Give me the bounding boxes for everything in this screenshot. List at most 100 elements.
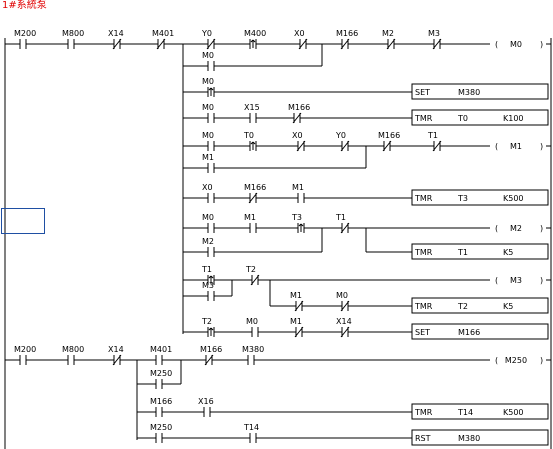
contact-T1: T1 (201, 265, 212, 274)
contact-M800: M800 (62, 29, 84, 38)
instr-arg2: K5 (503, 302, 513, 311)
contact-M0: M0 (202, 77, 214, 86)
contact-M166: M166 (336, 29, 358, 38)
edge-arrow (300, 223, 304, 227)
contact-slash (340, 140, 350, 152)
contact-M1: M1 (290, 317, 302, 326)
instruction-box (411, 109, 549, 126)
contact-slash (432, 140, 442, 152)
contact-M0: M0 (246, 317, 258, 326)
coil-M250: M250 (505, 356, 527, 365)
contact-M0: M0 (202, 51, 214, 60)
contact-T3: T3 (291, 213, 302, 222)
contact-slash (112, 354, 122, 366)
contact-M200: M200 (14, 345, 36, 354)
contact-M200: M200 (14, 29, 36, 38)
contact-T14: T14 (243, 423, 259, 432)
contact-slash (204, 354, 214, 366)
instr-op: TMR (414, 408, 433, 417)
instr-arg1: T14 (457, 408, 473, 417)
contact-slash (382, 140, 392, 152)
page-title: 1#系統泵 (2, 0, 47, 11)
edge-arrow (252, 141, 256, 145)
contact-M800: M800 (62, 345, 84, 354)
contact-slash (340, 326, 350, 338)
contact-M166: M166 (378, 131, 400, 140)
contact-Y0: Y0 (201, 29, 212, 38)
contact-T1: T1 (427, 131, 438, 140)
instruction-box (411, 403, 549, 420)
coil-paren: ) (540, 276, 543, 285)
coil-paren: ) (540, 142, 543, 151)
edge-arrow (252, 39, 256, 43)
edge-arrow (250, 39, 254, 43)
instruction-box (411, 323, 549, 340)
contact-M2: M2 (382, 29, 394, 38)
contact-M0: M0 (202, 213, 214, 222)
contact-X14: X14 (108, 29, 124, 38)
contact-slash (386, 38, 396, 50)
instr-arg2: K100 (503, 114, 524, 123)
contact-slash (296, 140, 306, 152)
contact-slash (294, 300, 304, 312)
instr-op: TMR (414, 302, 433, 311)
instruction-box (411, 429, 549, 446)
instr-arg1: T1 (457, 248, 468, 257)
contact-X15: X15 (244, 103, 260, 112)
instr-op: TMR (414, 194, 433, 203)
contact-M401: M401 (150, 345, 172, 354)
contact-M166: M166 (150, 397, 172, 406)
contact-slash (432, 38, 442, 50)
contact-X14: X14 (336, 317, 352, 326)
contact-T0: T0 (243, 131, 254, 140)
contact-Y0: Y0 (335, 131, 346, 140)
instr-arg1: M380 (458, 88, 480, 97)
coil-paren: ( (495, 142, 498, 151)
contact-X0: X0 (294, 29, 305, 38)
edge-arrow (210, 275, 214, 279)
contact-slash (206, 38, 216, 50)
instr-arg1: T0 (457, 114, 468, 123)
instr-arg1: T3 (457, 194, 468, 203)
contact-M1: M1 (292, 183, 304, 192)
coil-paren: ( (495, 276, 498, 285)
contact-M166: M166 (200, 345, 222, 354)
contact-M250: M250 (150, 369, 172, 378)
coil-paren: ( (495, 356, 498, 365)
edge-arrow (298, 223, 302, 227)
instr-arg1: T2 (457, 302, 468, 311)
contact-M0: M0 (202, 103, 214, 112)
contact-M401: M401 (152, 29, 174, 38)
contact-M3: M3 (428, 29, 440, 38)
coil-M0: M0 (510, 40, 522, 49)
contact-slash (298, 38, 308, 50)
contact-T2: T2 (245, 265, 256, 274)
contact-slash (340, 300, 350, 312)
instruction-box (411, 189, 549, 206)
contact-slash (250, 274, 260, 286)
instr-arg2: K500 (503, 408, 524, 417)
contact-M1: M1 (244, 213, 256, 222)
contact-M2: M2 (202, 237, 214, 246)
instruction-box (411, 243, 549, 260)
contact-M0: M0 (202, 131, 214, 140)
contact-T2: T2 (201, 317, 212, 326)
instr-op: RST (415, 434, 431, 443)
contact-slash (112, 38, 122, 50)
contact-slash (292, 112, 302, 124)
contact-T1: T1 (335, 213, 346, 222)
contact-M3: M3 (202, 281, 214, 290)
selection-cursor[interactable] (1, 208, 45, 234)
instr-arg1: M380 (458, 434, 480, 443)
edge-arrow (210, 87, 214, 91)
contact-M0: M0 (336, 291, 348, 300)
instr-op: SET (415, 328, 430, 337)
contact-slash (156, 38, 166, 50)
coil-M3: M3 (510, 276, 522, 285)
instruction-box (411, 297, 549, 314)
contact-slash (248, 192, 258, 204)
contact-X0: X0 (202, 183, 213, 192)
instr-op: SET (415, 88, 430, 97)
